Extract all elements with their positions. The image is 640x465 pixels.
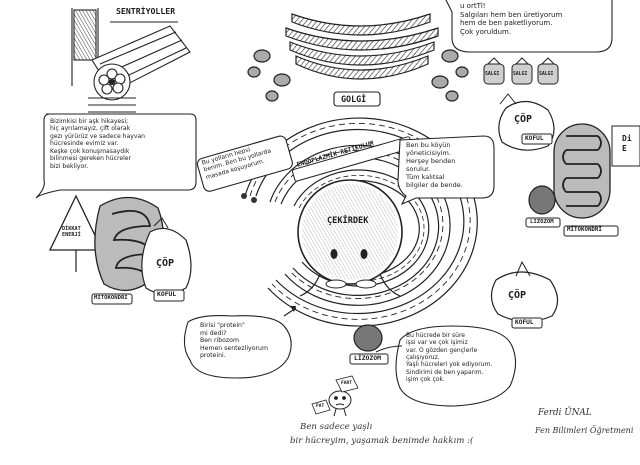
vacuole-right-bottom-label: KOFUL (515, 319, 534, 326)
centriole-bubble-text: Bizimkisi bir aşk hikayesi; hiç ayrılama… (50, 118, 146, 170)
trash-label-right-bottom: ÇÖP (508, 290, 527, 301)
mitochondrion-left-label: MİTOKONDRİ (94, 295, 128, 301)
fart-cloud (335, 375, 359, 393)
ribosome-dot (251, 197, 257, 203)
lysosome-center (353, 324, 383, 352)
lysosome-right-label: LİZOZOM (530, 219, 554, 225)
lysosome-center-label: LİZOZOM (354, 354, 381, 362)
vacuole-right-bottom-label-box (511, 317, 543, 329)
mitochondrion-right-label-box (563, 225, 619, 237)
trash-label-left: ÇÖP (156, 258, 175, 269)
vacuole-right-top-label-box (521, 133, 553, 145)
centrioles-label: SENTRİYOLLER (116, 6, 176, 16)
nucleus-foot (325, 279, 347, 289)
nucleus-eye (360, 249, 368, 259)
vacuole-left-label-box (153, 289, 185, 302)
nucleus-bubble-text: Ben bu köyün yöneticisiyim. Herşey bende… (406, 141, 463, 189)
mitochondrion-right (553, 123, 611, 219)
old-cell-character (328, 390, 352, 417)
golgi-bubble-text: u ortTl! Salgıları hem ben üretiyorum he… (460, 2, 563, 36)
secretion-label-1: SALGI (485, 72, 500, 77)
footer-line-1: Ben sadece yaşlı (300, 422, 373, 432)
secretion-label-2: SALGI (513, 72, 528, 77)
author-name: Ferdi ÜNAL (538, 408, 592, 418)
nucleus (297, 179, 403, 297)
nucleus-eye (330, 249, 338, 259)
nucleus-speech-bubble (397, 135, 495, 206)
protein-speech-bubble (183, 315, 292, 379)
footer-line-2: bir hücreyim, yaşamak benimde hakkım :( (290, 436, 474, 446)
centriole-flower (98, 68, 126, 95)
secretion-label-3: SALGI (539, 72, 554, 77)
lysosome-center-label-box (349, 353, 389, 365)
golgi-label-box (333, 91, 381, 107)
centrioles (71, 8, 191, 113)
golgi-speech-bubble (445, 0, 613, 53)
nucleus-foot (355, 279, 377, 289)
nucleus-label: ÇEKİRDEK (327, 216, 369, 226)
pat-label: PAT (316, 404, 325, 409)
energy-warning-sign (48, 194, 104, 272)
golgi-label: GOLGİ (341, 94, 367, 104)
mitochondrion-left-label-box (91, 293, 133, 305)
lysosome-right-label-box (525, 217, 561, 228)
trash-label-right-top: ÇÖP (514, 114, 533, 125)
mitochondrion-right-label: MİTOKONDRİ (567, 227, 602, 233)
pat-cloud (311, 399, 331, 415)
author-title: Fen Bilimleri Öğretmeni (535, 426, 634, 435)
vacuole-right-top-label: KOFUL (525, 135, 544, 142)
secretion-bags (483, 57, 559, 85)
lysosome-speech-bubble (395, 325, 517, 407)
ribosome-speech-bubble (196, 135, 293, 192)
vacuole-left-label: KOFUL (157, 290, 177, 298)
centriole-speech-bubble (35, 113, 197, 199)
edge-warning-label: Di E (622, 134, 632, 153)
fart-label: FART (341, 381, 353, 386)
ribosome-dot (241, 193, 247, 199)
vacuole-right-bottom (490, 260, 559, 323)
golgi-body (247, 13, 469, 102)
vacuole-left (141, 217, 192, 295)
energy-warning-label: DİKKAT ENERJİ (62, 226, 81, 239)
protein-bubble-text: Birisi "protein" mi dedi? Ben ribozom He… (200, 322, 268, 360)
edge-warning-sign (611, 125, 640, 167)
lysosome-bubble-text: Bu hücrede bir süre işsi var ve çok işim… (406, 332, 493, 383)
lysosome-right (528, 185, 556, 215)
